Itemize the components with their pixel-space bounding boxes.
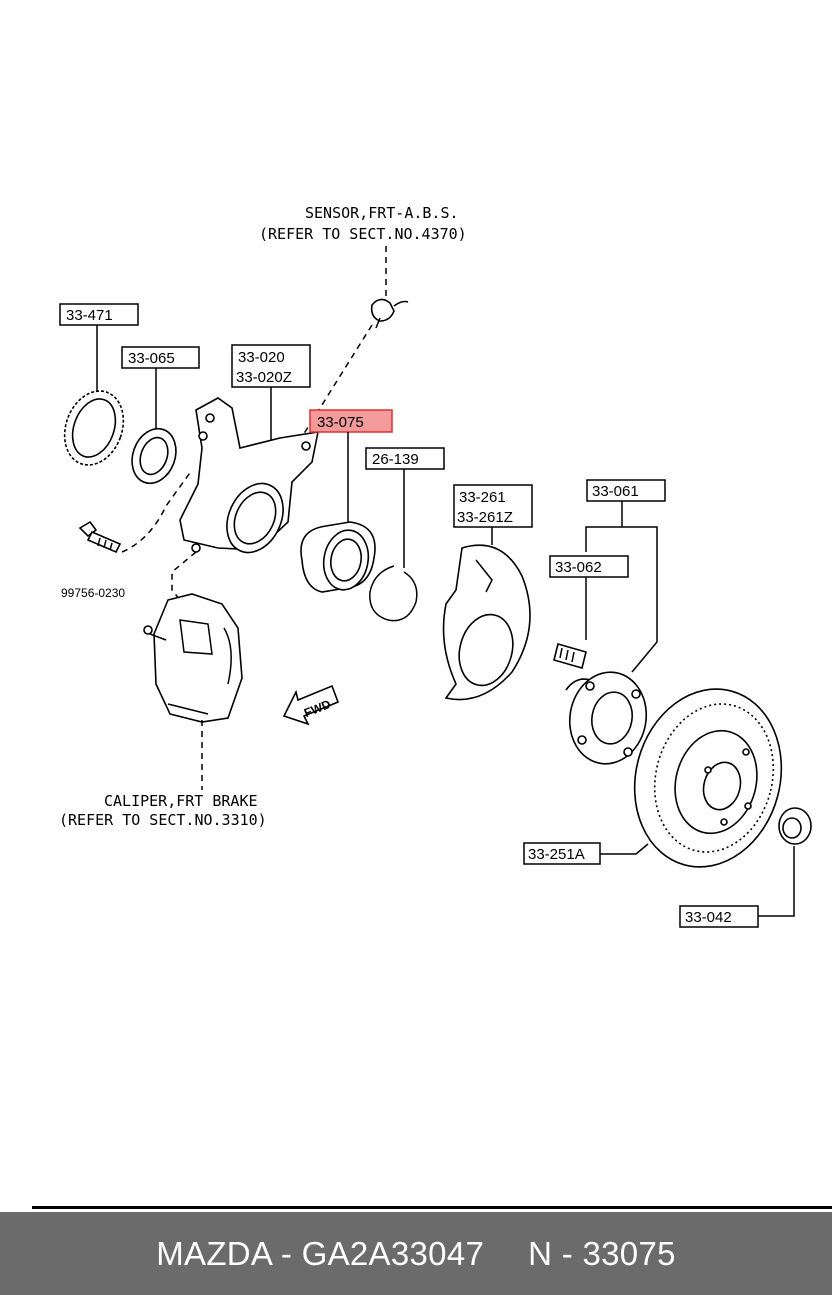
brake-disc-part xyxy=(633,688,783,868)
svg-text:33-061: 33-061 xyxy=(592,483,639,500)
label-33-042[interactable]: 33-042 xyxy=(679,905,759,928)
tone-ring-part xyxy=(63,390,125,466)
caliper-ref-text: (REFER TO SECT.NO.3310) xyxy=(59,811,267,829)
label-26-139[interactable]: 26-139 xyxy=(365,447,445,470)
footer-part-number: MAZDA - GA2A33047 xyxy=(156,1234,485,1272)
brake-caliper-part xyxy=(143,593,243,723)
footer-banner: MAZDA - GA2A33047 N - 33075 xyxy=(0,1212,832,1295)
caliper-title-text: CALIPER,FRT BRAKE xyxy=(104,792,258,810)
leader-33-251a xyxy=(600,843,649,855)
leader-33-042 xyxy=(758,846,795,917)
dust-shield-part xyxy=(442,544,531,701)
svg-text:33-042: 33-042 xyxy=(685,909,732,926)
bolt-part xyxy=(78,520,122,554)
wheel-hub-part xyxy=(565,671,648,765)
label-33-061[interactable]: 33-061 xyxy=(586,479,666,502)
svg-text:26-139: 26-139 xyxy=(372,451,419,468)
caliper-leader-top xyxy=(171,551,197,601)
label-33-251a[interactable]: 33-251A xyxy=(523,842,601,865)
steering-knuckle-part xyxy=(179,397,320,554)
sensor-title-text: SENSOR,FRT-A.B.S. xyxy=(305,204,459,222)
lock-nut-part xyxy=(778,807,812,845)
label-33-065[interactable]: 33-065 xyxy=(121,346,200,369)
sheet-bottom-rule xyxy=(32,1206,832,1209)
svg-text:33-020Z: 33-020Z xyxy=(236,369,292,386)
label-33-062[interactable]: 33-062 xyxy=(549,555,629,578)
wheel-bearing-part xyxy=(300,521,376,593)
parts-diagram: SENSOR,FRT-A.B.S. (REFER TO SECT.NO.4370… xyxy=(59,204,812,928)
abs-sensor-part xyxy=(370,298,409,329)
sensor-ref-text: (REFER TO SECT.NO.4370) xyxy=(259,225,467,243)
fwd-arrow-icon: FWD xyxy=(282,684,340,726)
svg-text:33-075: 33-075 xyxy=(317,414,364,431)
label-33-261[interactable]: 33-261 33-261Z xyxy=(453,484,533,528)
svg-text:33-065: 33-065 xyxy=(128,350,175,367)
svg-text:33-020: 33-020 xyxy=(238,349,285,366)
leader-33-061 xyxy=(585,501,658,673)
footer-reference: N - 33075 xyxy=(528,1234,676,1272)
svg-text:33-261: 33-261 xyxy=(459,489,506,506)
svg-text:33-251A: 33-251A xyxy=(528,846,585,863)
svg-text:33-261Z: 33-261Z xyxy=(457,509,513,526)
snap-ring-part xyxy=(369,565,418,622)
svg-text:33-062: 33-062 xyxy=(555,559,602,576)
svg-text:33-471: 33-471 xyxy=(66,307,113,324)
bolt-leader xyxy=(121,469,193,553)
label-33-020[interactable]: 33-020 33-020Z xyxy=(231,344,311,388)
label-33-075[interactable]: 33-075 xyxy=(309,409,393,433)
label-99756-0230[interactable]: 99756-0230 xyxy=(61,586,125,600)
wheel-stud-part xyxy=(553,643,587,669)
label-33-471[interactable]: 33-471 xyxy=(59,303,139,326)
seal-part xyxy=(131,427,177,485)
